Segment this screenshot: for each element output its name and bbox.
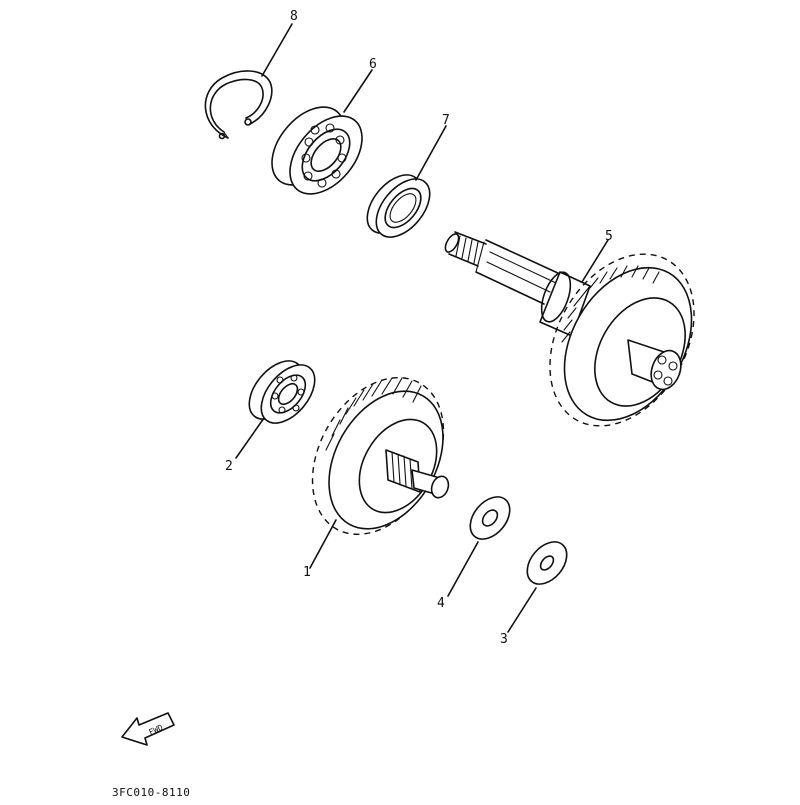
part-2-bearing xyxy=(235,360,316,459)
callout-7: 7 xyxy=(442,113,450,128)
callout-2: 2 xyxy=(225,459,233,474)
callout-5: 5 xyxy=(605,229,613,244)
part-1-primary-gear xyxy=(309,376,450,569)
callout-8: 8 xyxy=(290,9,298,24)
part-5-drive-axle xyxy=(444,231,695,427)
part-3-washer xyxy=(507,541,568,633)
part-5-gear-teeth xyxy=(561,265,660,343)
diagram-code: 3FC010-8110 xyxy=(112,786,190,799)
callout-6: 6 xyxy=(369,57,377,72)
callout-4: 4 xyxy=(437,596,445,611)
part-6-bearing xyxy=(271,69,373,195)
callout-1: 1 xyxy=(303,565,311,580)
part-4-washer xyxy=(447,496,511,597)
callout-3: 3 xyxy=(500,632,508,647)
part-1-helical-teeth xyxy=(325,377,422,451)
part-8-circlip xyxy=(204,23,293,140)
part-7-oil-seal xyxy=(366,125,447,238)
fwd-arrow-icon: FWD xyxy=(121,712,175,746)
